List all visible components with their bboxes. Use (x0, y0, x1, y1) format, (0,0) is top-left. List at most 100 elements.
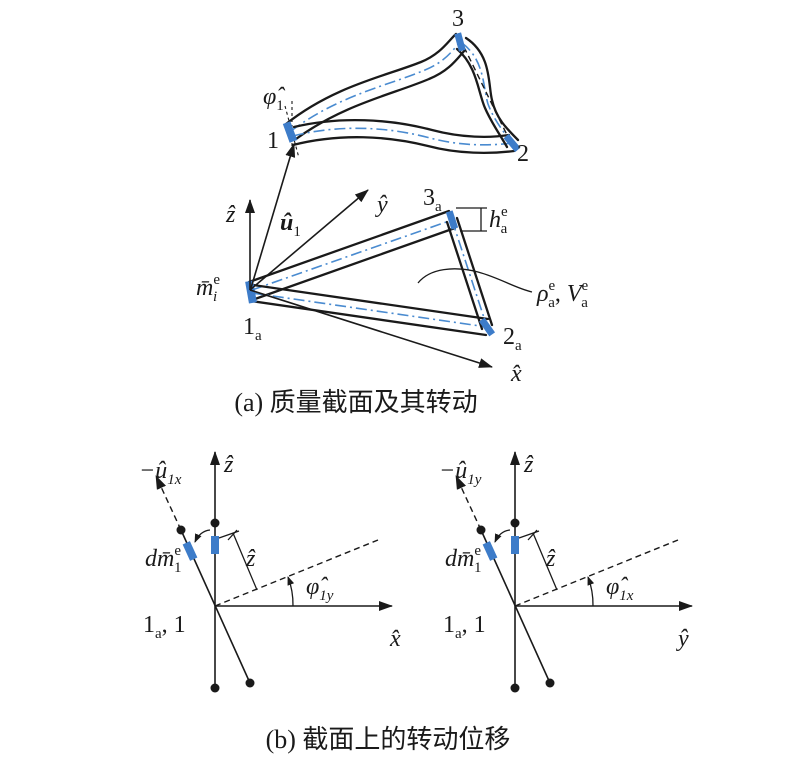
node-1a-sub: a (255, 328, 262, 344)
angle-arc-arrow (587, 576, 595, 607)
volume-sup: e (582, 278, 589, 294)
node-3-label: 3 (452, 6, 464, 32)
node-1a-base: 1 (243, 314, 255, 340)
axis-end-dot (510, 683, 520, 693)
node-3a-sub: a (435, 199, 442, 215)
axis-z-label: ẑ (523, 452, 534, 478)
axis-point-dot (510, 518, 520, 528)
bar-chord-dashed (463, 46, 509, 138)
density-sub: a (548, 295, 555, 311)
reference-triangle (245, 209, 496, 337)
origin-label-sub: a (155, 626, 162, 642)
origin-label: 1a, 1 (443, 612, 486, 642)
rotation-label-sub: 1 (276, 98, 284, 114)
direction-label-base: −û (439, 458, 467, 484)
axis-x-arrow (249, 289, 493, 368)
deformed-bar-1-3 (284, 32, 467, 141)
angle-label: φ̂1x (606, 574, 634, 604)
caption-a: (a) 质量截面及其转动 (234, 388, 477, 417)
section-marker-2 (503, 133, 521, 153)
rotation-curved-arrow (194, 529, 211, 543)
section-marker-rotated (182, 541, 198, 561)
direction-label: −û1y (439, 458, 482, 488)
deformed-triangle (282, 32, 521, 159)
origin-label: 1a, 1 (143, 612, 186, 642)
mass-label-base: m̄ (196, 275, 213, 301)
section-marker-1 (282, 121, 298, 143)
caption-b: (b) 截面上的转动位移 (266, 725, 511, 754)
axis-end-dot (210, 683, 220, 693)
volume-symbol: V (567, 281, 584, 307)
mass-element-sub: 1 (474, 560, 482, 576)
origin-label-rest: , 1 (462, 612, 486, 638)
bar-edge-outer (464, 36, 520, 142)
rotated-end-dot (245, 678, 255, 688)
bar-edge-upper (247, 209, 451, 284)
node-2-label: 2 (517, 141, 529, 167)
node-2a-sub: a (515, 338, 522, 354)
distance-label: ẑ (245, 546, 256, 572)
bar-edge-upper (292, 118, 511, 138)
bar-edge-lower (249, 299, 488, 337)
deformed-bar-1-2 (291, 118, 516, 154)
dimension-line (232, 532, 258, 591)
reference-bar-1a-3a (247, 209, 457, 301)
bar-edge-inner (445, 220, 484, 331)
node-1-label: 1 (267, 128, 279, 154)
axis-y-label: ŷ (676, 626, 689, 652)
origin-label-base: 1 (143, 612, 155, 638)
bar-centerline (251, 219, 453, 291)
origin-label-sub: a (455, 626, 462, 642)
reference-bar-3a-2a (445, 216, 494, 331)
node-1a-label: 1a (243, 314, 262, 344)
axis-y-label: ŷ (375, 192, 388, 218)
mass-element-base: dm̄ (445, 546, 474, 572)
displacement-label: û1 (280, 210, 301, 240)
node-2a-label: 2a (503, 324, 522, 354)
mass-label-sub: i (213, 289, 217, 305)
density-sup: e (549, 278, 556, 294)
dimension-tick (227, 529, 238, 541)
deformed-bar-3-2 (455, 36, 520, 149)
bar-edge-lower (253, 226, 457, 301)
rotated-end-dot (545, 678, 555, 688)
axis-z-label: ẑ (223, 452, 234, 478)
property-leader-line (417, 268, 533, 293)
displacement-vector-arrow (250, 143, 296, 289)
thickness-label-sub: a (501, 221, 508, 237)
rotation-curved-arrow (494, 529, 511, 543)
node-3a-base: 3 (423, 185, 435, 211)
direction-label-sub: 1y (467, 472, 482, 488)
volume-sub: a (581, 295, 588, 311)
displacement-label-base: û (280, 210, 293, 236)
axis-x-label: x̂ (510, 361, 522, 387)
mass-element-sup: e (174, 543, 181, 559)
axis-x-label: x̂ (389, 626, 401, 652)
node-2a-base: 2 (503, 324, 515, 350)
angle-label-sub: 1y (319, 588, 334, 604)
dimension-line (532, 532, 558, 591)
bar-edge-inner (455, 47, 509, 149)
mass-element-sup: e (474, 543, 481, 559)
bar-edge-lower (291, 136, 516, 154)
bar-edge-lower (294, 48, 467, 141)
reference-bar-1a-2a (249, 283, 490, 337)
bar-edge-upper (284, 32, 458, 126)
mass-element-base: dm̄ (145, 546, 174, 572)
section-marker-2a (478, 317, 496, 337)
distance-label: ẑ (545, 546, 556, 572)
axis-z-label: ẑ (225, 202, 236, 228)
section-marker-3a (445, 210, 459, 230)
direction-label-base: −û (139, 458, 167, 484)
direction-label-sub: 1x (167, 472, 182, 488)
property-separator: , (555, 281, 567, 307)
origin-label-base: 1 (443, 612, 455, 638)
bar-centerline (292, 127, 513, 146)
